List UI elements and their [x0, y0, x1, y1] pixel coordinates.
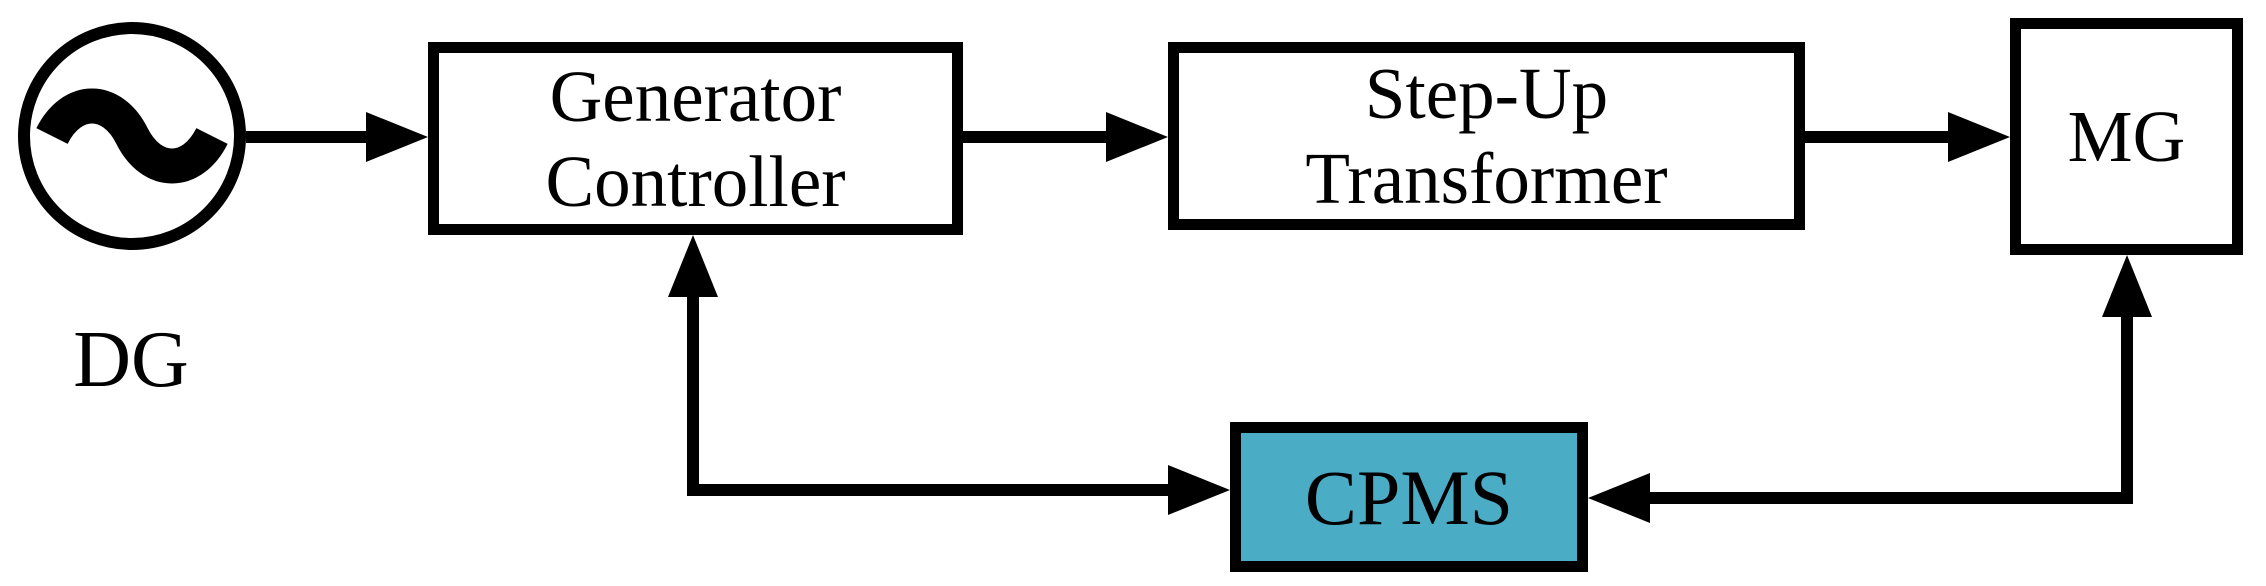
generator-controller-label-line1: Generator [549, 55, 842, 137]
dg-node-label: DG [73, 316, 189, 404]
mg-label: MG [2067, 96, 2186, 177]
ac-source-circle [18, 22, 246, 250]
arrowhead-right-icon [1106, 112, 1168, 162]
arrowhead-left-icon [1588, 473, 1650, 523]
generator-controller-label-line2: Controller [545, 140, 846, 222]
ac-source-icon [18, 22, 246, 250]
elbow-mg-cpms [1588, 255, 2152, 523]
arrowhead-up-icon [668, 235, 718, 297]
cpms-label: CPMS [1304, 453, 1514, 541]
arrow-controller-to-transformer [963, 112, 1168, 162]
arrow-dg-to-controller [246, 112, 428, 162]
arrowhead-right-icon [1168, 465, 1230, 515]
sine-wave-icon [36, 88, 228, 184]
generator-controller-node: Generator Controller [428, 42, 963, 235]
mg-node: MG [2010, 18, 2243, 255]
step-up-transformer-node: Step-Up Transformer [1168, 42, 1805, 230]
cpms-node: CPMS [1230, 422, 1588, 572]
step-up-transformer-label-line1: Step-Up [1364, 53, 1609, 134]
step-up-transformer-label-line2: Transformer [1305, 138, 1668, 219]
arrowhead-right-icon [366, 112, 428, 162]
arrow-transformer-to-mg [1805, 112, 2010, 162]
arrowhead-right-icon [1948, 112, 2010, 162]
arrowhead-up-icon [2102, 255, 2152, 317]
elbow-controller-cpms [668, 235, 1230, 515]
